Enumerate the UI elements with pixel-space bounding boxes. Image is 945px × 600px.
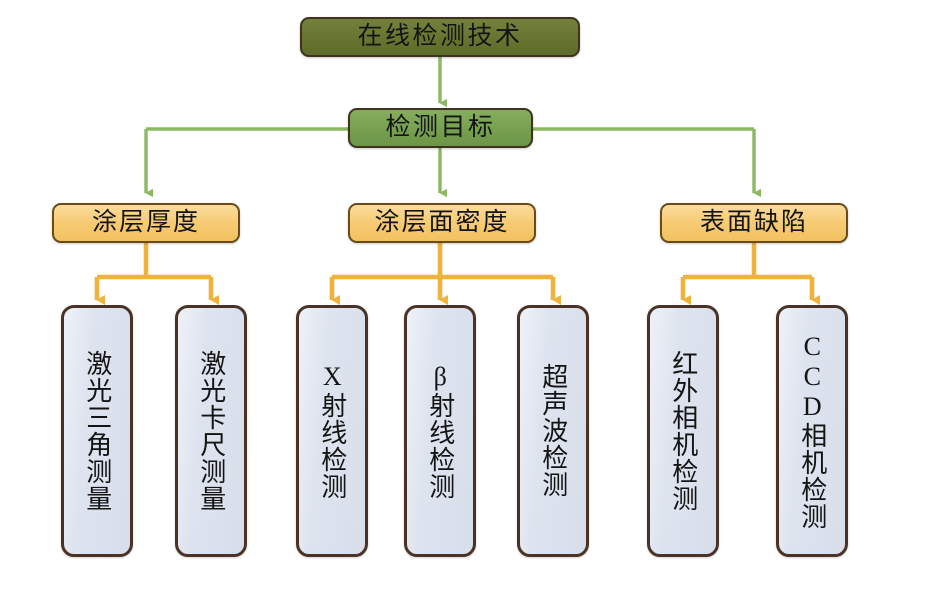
node-root[interactable]: 在线检测技术 bbox=[300, 17, 580, 57]
node-category-coating-area-density[interactable]: 涂层面密度 bbox=[348, 203, 536, 243]
node-category-label: 表面缺陷 bbox=[699, 209, 808, 237]
node-category-label: 涂层面密度 bbox=[374, 209, 510, 237]
node-root-label: 在线检测技术 bbox=[357, 23, 523, 51]
node-method-label: 激光三角测量 bbox=[82, 349, 112, 513]
node-method-label: 激光卡尺测量 bbox=[196, 349, 226, 513]
node-method-ultrasonic[interactable]: 超声波检测 bbox=[517, 305, 589, 557]
node-method-label: 超声波检测 bbox=[538, 363, 568, 499]
node-method-x-ray[interactable]: X射线检测 bbox=[296, 305, 368, 557]
node-method-beta-ray[interactable]: β射线检测 bbox=[404, 305, 476, 557]
node-target-label: 检测目标 bbox=[385, 114, 496, 142]
connector-category-2-to-methods bbox=[329, 243, 562, 305]
node-method-ccd-camera[interactable]: CCD相机检测 bbox=[776, 305, 848, 557]
node-target[interactable]: 检测目标 bbox=[348, 108, 533, 148]
connector-category-3-to-methods bbox=[680, 243, 821, 305]
node-method-label: 红外相机检测 bbox=[668, 349, 698, 513]
node-method-label: β射线检测 bbox=[425, 361, 455, 501]
node-method-infrared-camera[interactable]: 红外相机检测 bbox=[647, 305, 719, 557]
connector-category-1-to-methods bbox=[94, 243, 220, 305]
node-category-surface-defect[interactable]: 表面缺陷 bbox=[660, 203, 848, 243]
node-method-laser-caliper[interactable]: 激光卡尺测量 bbox=[175, 305, 247, 557]
node-method-label: X射线检测 bbox=[317, 361, 347, 501]
node-method-label: CCD相机检测 bbox=[797, 331, 827, 531]
node-category-label: 涂层厚度 bbox=[91, 209, 200, 237]
node-method-laser-triangulation[interactable]: 激光三角测量 bbox=[61, 305, 133, 557]
node-category-coating-thickness[interactable]: 涂层厚度 bbox=[52, 203, 240, 243]
